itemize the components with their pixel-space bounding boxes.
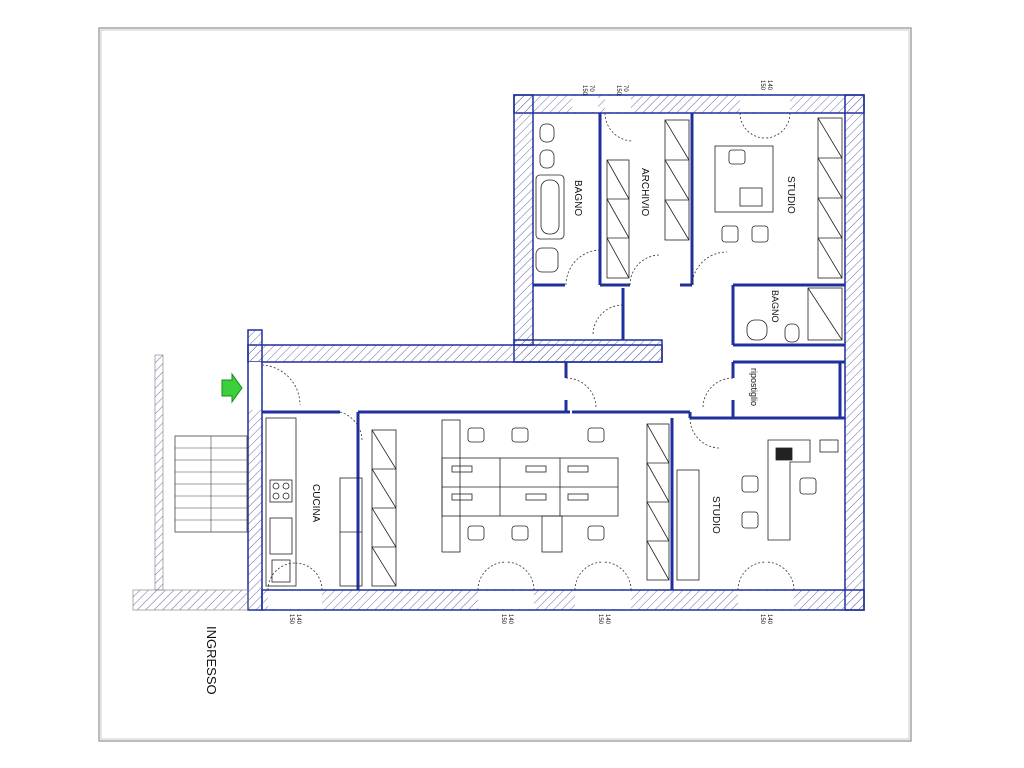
- dim-top-2a: 70: [622, 85, 628, 92]
- dim-top-2b: 150: [615, 85, 621, 96]
- wall-bottom: [261, 589, 865, 611]
- dim-bot-2b: 150: [500, 614, 506, 625]
- dim-bot-2a: 140: [507, 614, 513, 625]
- doors: [261, 112, 795, 591]
- dim-top-1b: 150: [581, 85, 587, 96]
- stove: [269, 479, 293, 503]
- dim-bot-4b: 150: [759, 614, 765, 625]
- dim-top-1a: 70: [588, 85, 594, 92]
- room-label-ripostiglio: ripostiglio: [749, 368, 759, 406]
- bathtub: [535, 174, 565, 240]
- studio-bottom-desk: [767, 439, 811, 541]
- walls: [247, 94, 865, 611]
- dimension-marks: 70 150 70 150 140 150 140 150 140 150 14…: [288, 80, 772, 625]
- shower: [807, 287, 843, 341]
- sheet-border: [98, 27, 912, 742]
- toilet: [539, 149, 555, 169]
- sink: [269, 517, 293, 555]
- kitchen-counter: [265, 417, 297, 587]
- room-labels: BAGNO ARCHIVIO STUDIO BAGNO ripostiglio …: [204, 168, 796, 695]
- entrance-label: INGRESSO: [204, 626, 219, 695]
- archivio-shelf-right: [664, 119, 690, 241]
- wall-openings: [249, 96, 794, 609]
- room-label-studio-top: STUDIO: [785, 176, 796, 214]
- wall-top-lower: [247, 344, 663, 363]
- studio-top-desk: [714, 145, 774, 213]
- room-label-archivio: ARCHIVIO: [639, 168, 650, 217]
- washbasin: [535, 247, 559, 273]
- room-label-bagno-small: BAGNO: [770, 290, 780, 323]
- dim-bot-3b: 150: [597, 614, 603, 625]
- bidet: [539, 123, 555, 143]
- dim-bot-1a: 140: [295, 614, 301, 625]
- dim-top-3a: 140: [766, 80, 772, 91]
- wall-right: [844, 94, 865, 611]
- dim-bot-3a: 140: [604, 614, 610, 625]
- stairwell: [132, 354, 249, 611]
- entrance-arrow-icon: [221, 372, 243, 404]
- room-label-cucina: CUCINA: [310, 484, 321, 523]
- room-label-studio-bottom: STUDIO: [710, 496, 721, 534]
- dim-top-3b: 150: [759, 80, 765, 91]
- room-label-bagno-top: BAGNO: [572, 180, 583, 216]
- furniture: [265, 117, 843, 587]
- wall-left-upper: [513, 94, 534, 346]
- wall-top-upper: [513, 94, 865, 114]
- sheet-border-inner: [100, 29, 910, 740]
- dim-bot-1b: 150: [288, 614, 294, 625]
- archivio-shelf-left: [606, 159, 630, 279]
- dim-bot-4a: 140: [766, 614, 772, 625]
- partitions: [262, 113, 845, 590]
